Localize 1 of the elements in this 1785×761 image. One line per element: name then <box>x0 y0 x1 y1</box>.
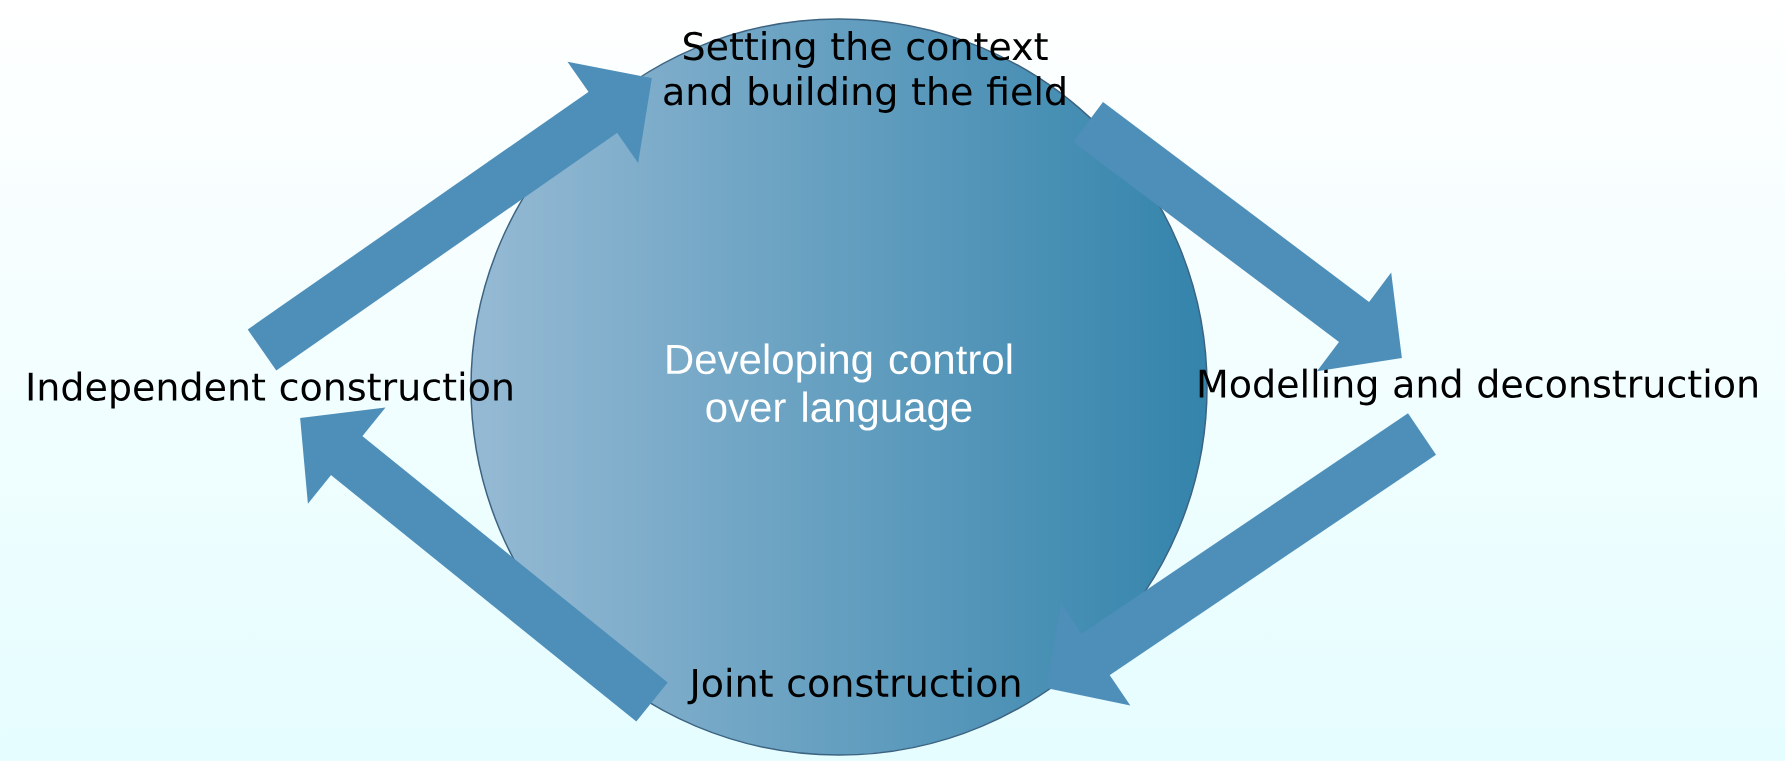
stage-label: Joint construction <box>687 667 1020 705</box>
